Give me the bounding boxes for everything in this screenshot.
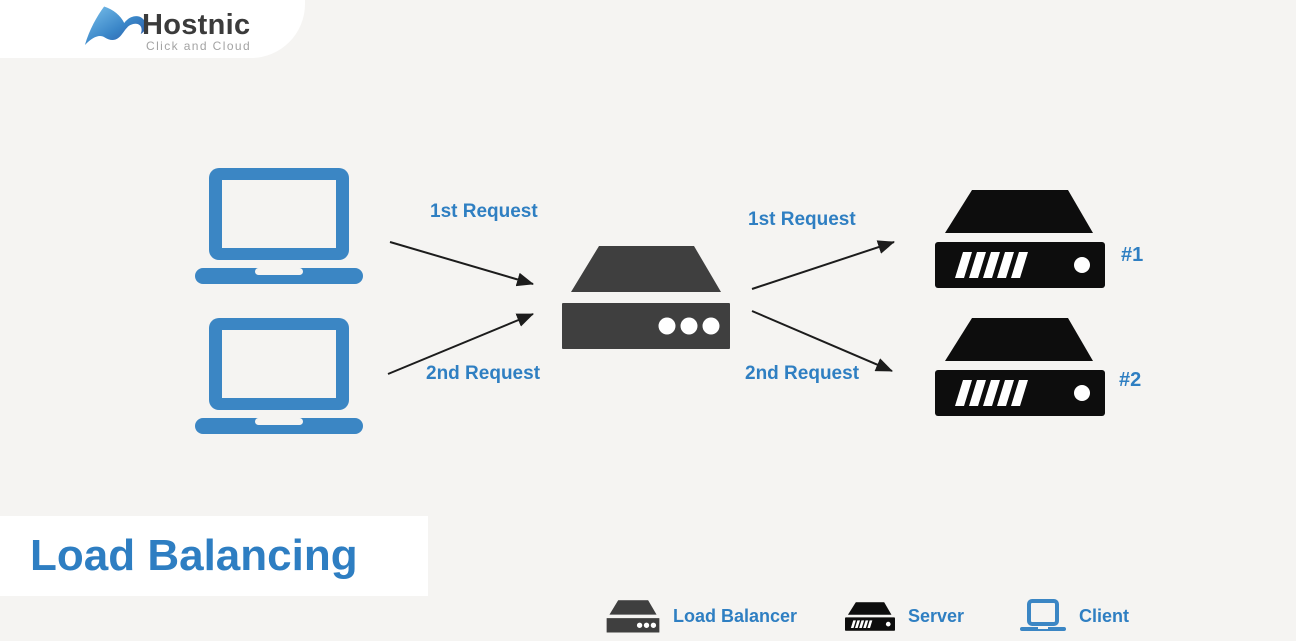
legend-item-client: Client xyxy=(1020,595,1129,637)
request-label-server1: 1st Request xyxy=(748,209,856,230)
server-icon xyxy=(845,602,895,631)
arrow-loadbalancer-to-server1 xyxy=(751,240,895,290)
title-panel: Load Balancing xyxy=(0,516,428,596)
server-2-label: #2 xyxy=(1119,369,1142,391)
legend-label: Load Balancer xyxy=(673,605,798,626)
wave-icon xyxy=(84,6,146,45)
load-balancer-icon xyxy=(560,246,732,350)
logo-subtitle: Click and Cloud xyxy=(146,39,252,53)
page-title: Load Balancing xyxy=(30,531,358,580)
legend-item-load-balancer: Load Balancer xyxy=(606,595,797,637)
hostnic-logo-panel: Hostnic Click and Cloud xyxy=(0,0,305,58)
legend-item-server: Server xyxy=(845,595,964,637)
client-laptop-icon xyxy=(195,168,363,284)
request-label-client2: 2nd Request xyxy=(426,363,541,384)
server-1-label: #1 xyxy=(1121,244,1144,266)
request-label-server2: 2nd Request xyxy=(745,363,860,384)
request-label-client1: 1st Request xyxy=(430,201,538,222)
legend-label: Client xyxy=(1079,605,1130,626)
legend-label: Server xyxy=(908,605,965,626)
load-balancer-icon xyxy=(606,600,660,633)
client-laptop-icon xyxy=(195,318,363,434)
arrow-client1-to-loadbalancer xyxy=(389,241,534,287)
server-icon xyxy=(935,190,1105,288)
client-icon xyxy=(1020,599,1066,633)
server-icon xyxy=(935,318,1105,416)
arrow-loadbalancer-to-server2 xyxy=(751,310,893,372)
logo-title: Hostnic xyxy=(142,9,251,41)
